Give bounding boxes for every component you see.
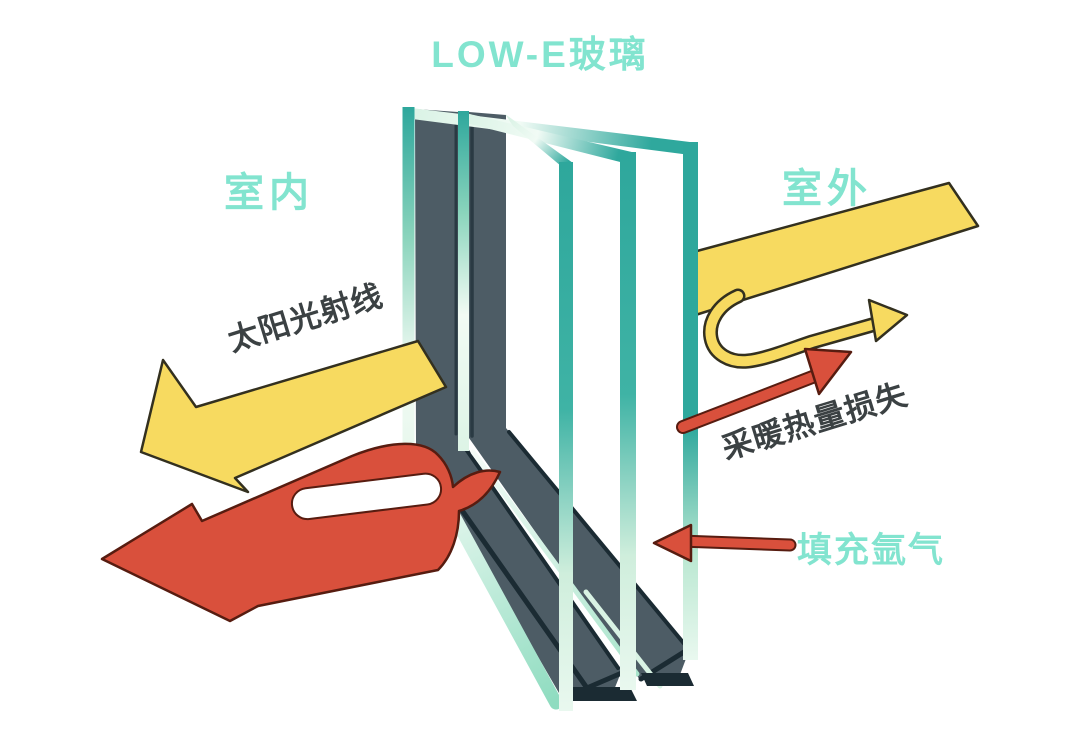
heat-loss-arrow	[676, 347, 853, 434]
glass-strip-4	[620, 152, 636, 690]
heat-reflect-arrow	[100, 442, 502, 623]
diagram-title: LOW-E玻璃	[431, 34, 649, 75]
indoor-label: 室内	[224, 171, 314, 215]
pane-top-edges	[403, 107, 698, 176]
floor-shadows	[560, 673, 694, 701]
glass-strip-2	[458, 111, 469, 451]
argon-fill-label: 填充氩气	[797, 531, 946, 570]
heat-arrow-slot	[290, 472, 443, 521]
outdoor-label: 室外	[782, 167, 872, 211]
glass-strip-3	[559, 162, 573, 711]
reflected-ray-arrow	[703, 288, 909, 369]
argon-arrow	[652, 523, 797, 563]
glass-edge-strips	[402, 107, 698, 711]
solar-ray-indoor-arrow	[139, 339, 448, 494]
glass-strip-1	[402, 107, 415, 540]
glass-strip-5	[683, 142, 698, 660]
